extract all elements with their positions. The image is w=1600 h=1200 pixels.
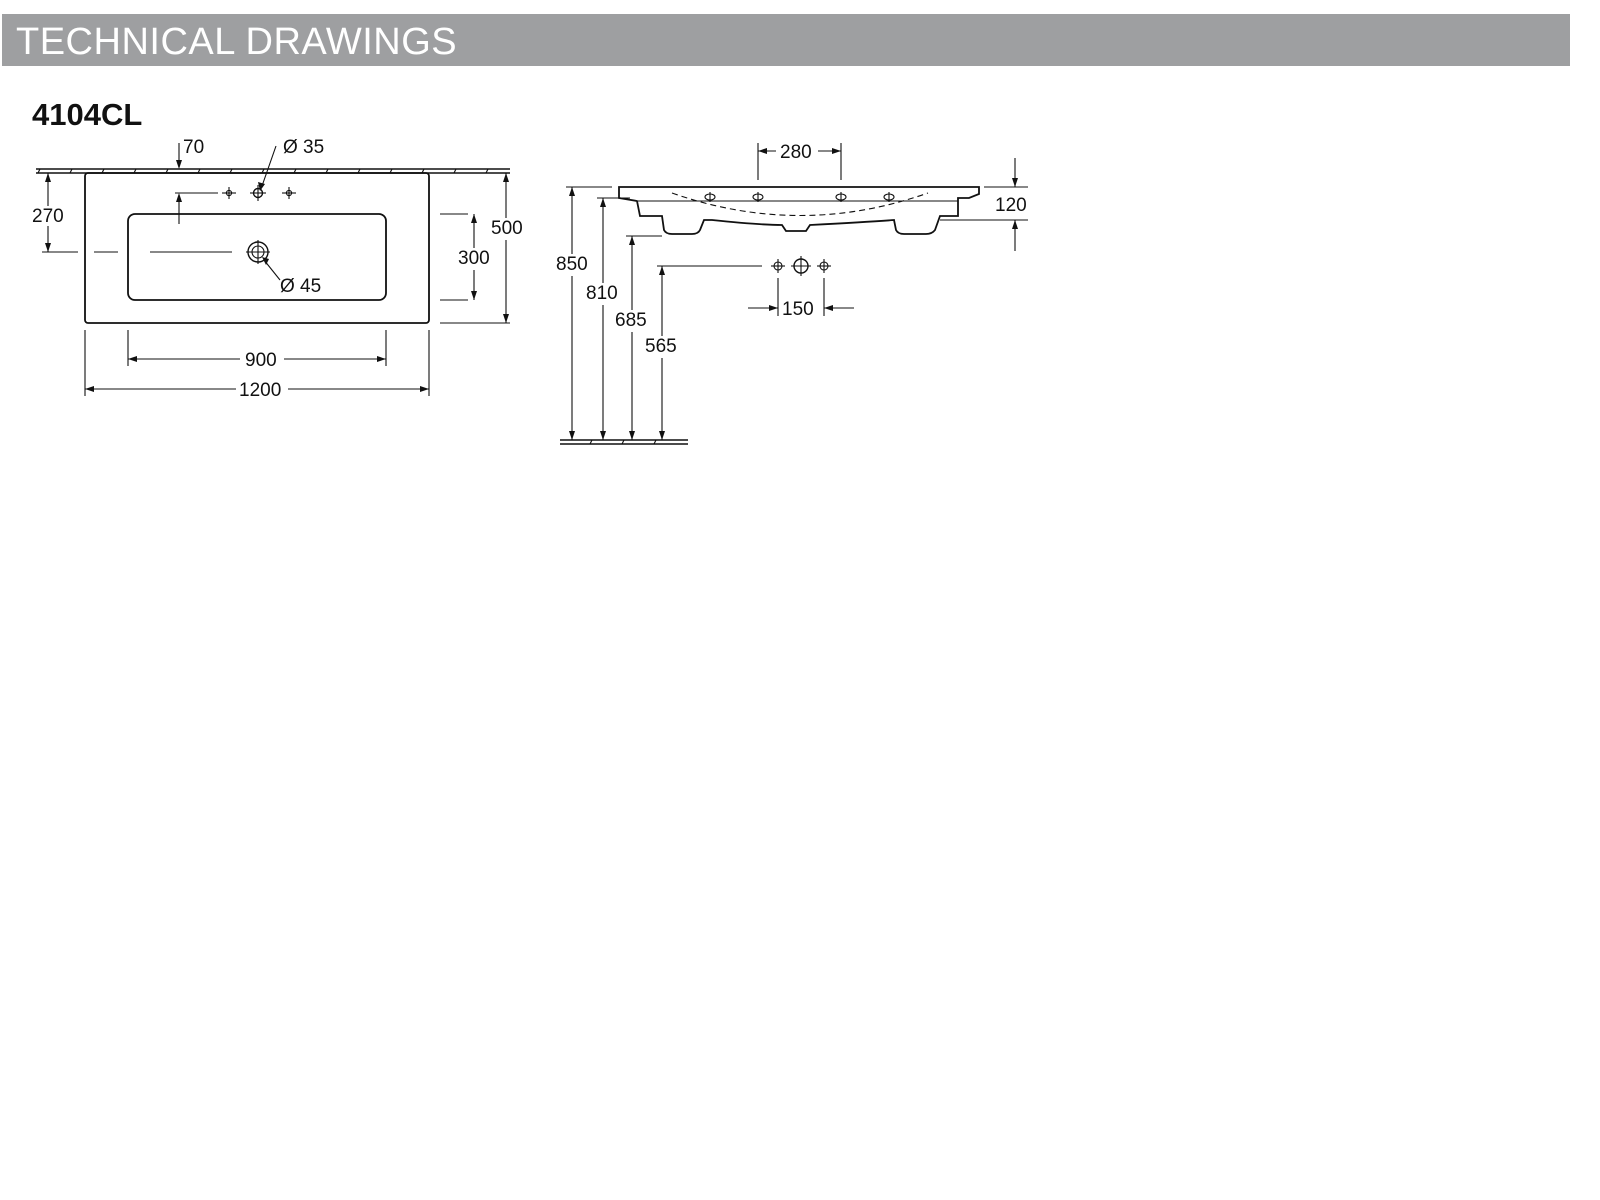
- dim-taphole-spacing: 280: [780, 142, 812, 163]
- supply-valve-symbols: [771, 256, 831, 276]
- dim-supply-height: 565: [645, 336, 677, 357]
- taphole-symbols: [222, 185, 296, 201]
- basin-outline: [84, 172, 430, 324]
- side-view-drawing: 280 120 150: [555, 142, 1028, 445]
- floor-line: [560, 439, 688, 445]
- dim-rim-height: 850: [556, 254, 588, 275]
- dim-drain-diameter: Ø 45: [280, 276, 321, 297]
- dim-drain-height: 685: [615, 310, 647, 331]
- side-basin-outline: [618, 186, 980, 235]
- page-title: TECHNICAL DRAWINGS: [16, 21, 458, 63]
- dim-supply-spacing: 150: [782, 299, 814, 320]
- dim-bowl-depth: 300: [458, 248, 490, 269]
- drain-symbol: [246, 240, 270, 264]
- dim-wall-to-drain: 270: [32, 206, 64, 227]
- bowl-outline: [127, 213, 387, 301]
- dim-bowl-width: 900: [245, 350, 277, 371]
- dim-overall-width: 1200: [239, 380, 281, 401]
- model-code: 4104CL: [32, 97, 143, 132]
- header-bar: TECHNICAL DRAWINGS: [2, 14, 1570, 66]
- dim-depth: 500: [491, 218, 523, 239]
- dim-thickness: 120: [995, 195, 1027, 216]
- side-taphole-symbols: [704, 192, 895, 202]
- dim-taphole-diameter: Ø 35: [283, 137, 324, 158]
- dim-underside-height: 810: [586, 283, 618, 304]
- dim-wall-to-taphole: 70: [183, 137, 204, 158]
- top-view-drawing: 70 Ø 35 Ø 45 270 300 500: [32, 137, 526, 401]
